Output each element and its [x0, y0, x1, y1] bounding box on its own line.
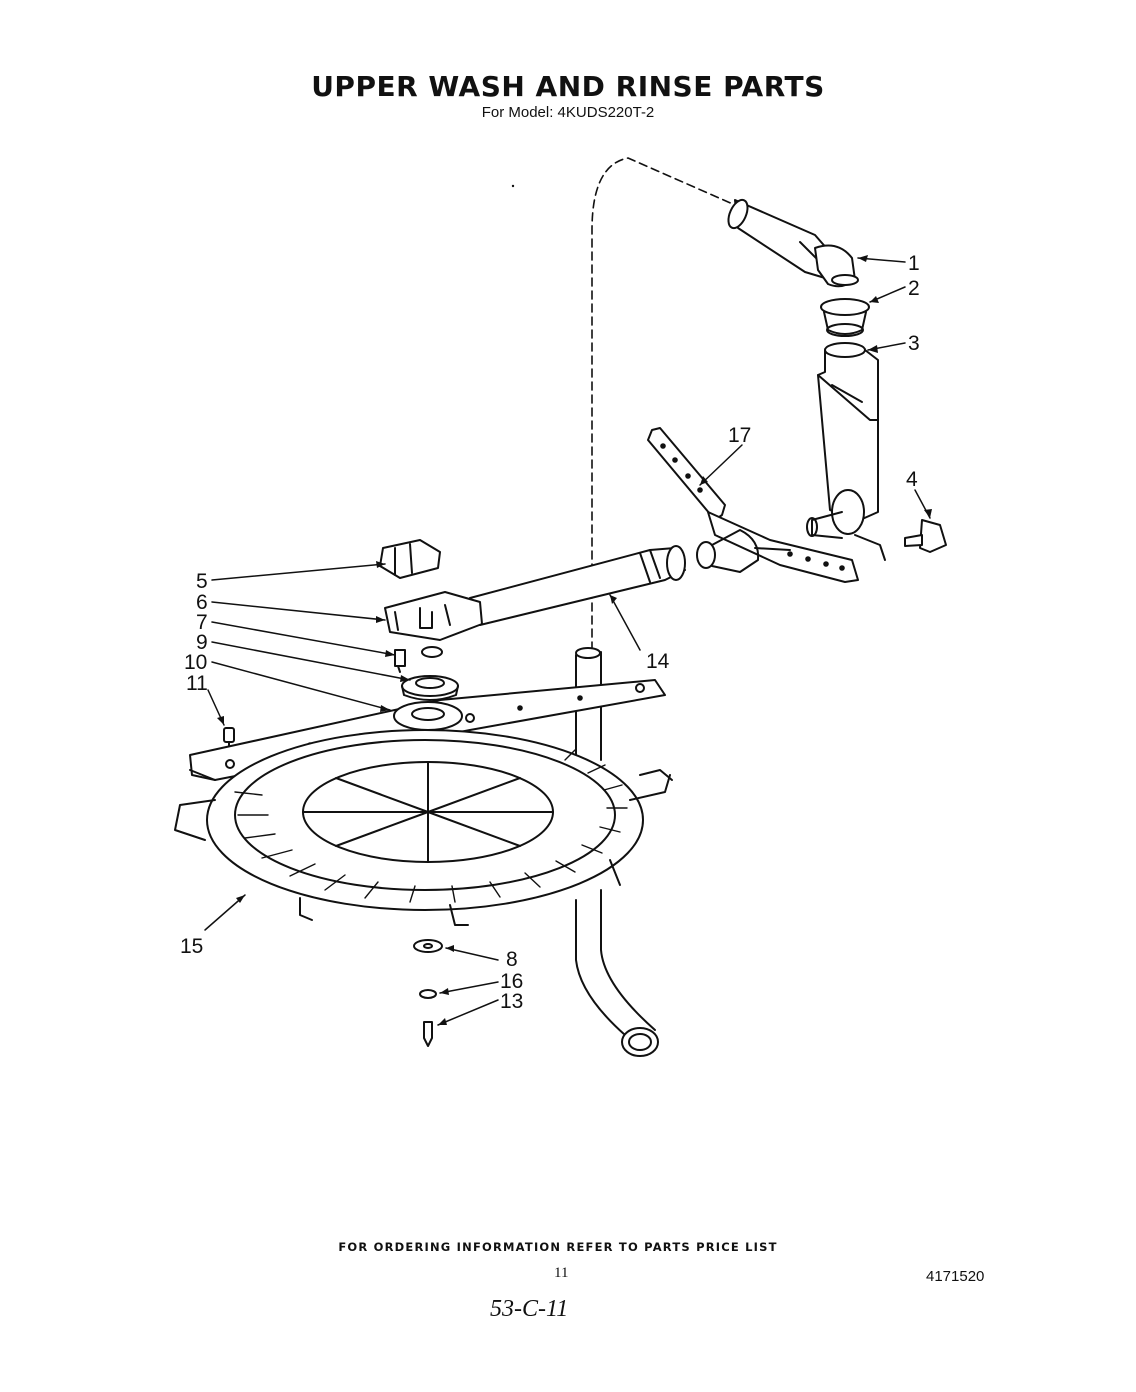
callout-5: 5: [196, 570, 208, 593]
fitting-part-4: [904, 519, 947, 553]
nut-part-10: [401, 675, 459, 701]
callout-10: 10: [184, 651, 207, 674]
callout-1: 1: [908, 252, 920, 275]
screw-part-7: [394, 649, 406, 673]
callout-17: 17: [728, 424, 751, 447]
manifold-part-3: [806, 342, 886, 561]
callout-4: 4: [906, 468, 918, 491]
callout-13: 13: [500, 990, 523, 1013]
bracket-part-17: [647, 427, 859, 583]
washer-part-16: [419, 989, 437, 999]
stray-mark: [511, 184, 515, 188]
callout-11: 11: [186, 672, 208, 695]
ordering-information-note: FOR ORDERING INFORMATION REFER TO PARTS …: [338, 1240, 778, 1254]
callout-6: 6: [196, 591, 208, 614]
cap-part-5: [379, 539, 441, 579]
callout-labels: 1 2 3 4 5 6 7 9 10 11 14 15 8 16 13 17: [180, 252, 920, 1013]
grommet-part-2: [820, 298, 870, 337]
model-subtitle: For Model: 4KUDS220T-2: [481, 104, 655, 121]
handwritten-note: 53-C-11: [490, 1296, 569, 1322]
tube-part-14: [469, 545, 686, 626]
callout-8: 8: [506, 948, 518, 971]
drain-pipe: [575, 889, 659, 1057]
tube-connector: [696, 529, 791, 573]
callout-3: 3: [908, 332, 920, 355]
page-title: UPPER WASH AND RINSE PARTS: [311, 70, 825, 103]
page-number: 11: [554, 1265, 569, 1281]
callout-2: 2: [908, 277, 920, 300]
rack-ribs: [234, 749, 628, 903]
arrow-heads: [217, 255, 932, 1025]
washer-part-9: [421, 646, 443, 658]
tub-outline-dashed: [591, 157, 736, 651]
callout-15: 15: [180, 935, 203, 958]
rack-part-15: [174, 729, 673, 926]
screw-part-13: [423, 1021, 433, 1047]
washer-part-8: [413, 939, 443, 953]
callout-7: 7: [196, 611, 208, 634]
callout-14: 14: [646, 650, 670, 673]
callout-9: 9: [196, 631, 208, 654]
document-number: 4171520: [926, 1268, 985, 1285]
elbow-part-1: [814, 244, 859, 288]
callout-16: 16: [500, 970, 523, 993]
bearing-part-6: [384, 591, 483, 641]
